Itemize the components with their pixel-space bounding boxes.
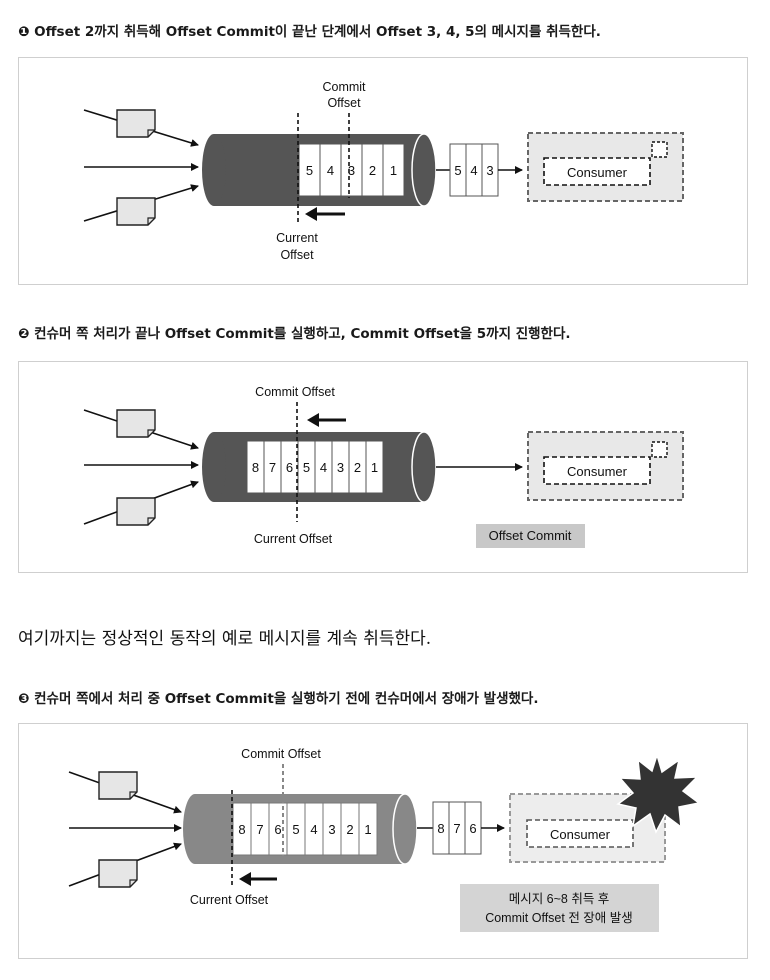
queue-cell: 8 [252, 460, 259, 475]
fetched-cells: 8 7 6 [432, 801, 482, 855]
offset-commit-badge-label: Offset Commit [489, 528, 572, 543]
queue-cell: 4 [310, 822, 317, 837]
consumer-label: Consumer [567, 464, 628, 479]
queue-cells: 8 7 6 5 4 3 2 1 [246, 440, 384, 494]
current-offset-arrowhead [239, 872, 251, 886]
queue-cell: 5 [303, 460, 310, 475]
consumer-inner-box [526, 819, 634, 848]
fetched-cell: 3 [486, 163, 493, 178]
message-doc-icon [116, 109, 156, 138]
fetched-cell: 4 [470, 163, 477, 178]
queue-cell: 5 [292, 822, 299, 837]
fetched-cells: 5 4 3 [449, 143, 499, 197]
queue-cell: 3 [328, 822, 335, 837]
fetched-cell: 6 [469, 821, 476, 836]
queue-cell: 8 [238, 822, 245, 837]
failure-note-box [460, 884, 659, 932]
message-doc-icon [116, 197, 156, 226]
queue-cells: 5 4 3 2 1 [298, 143, 405, 197]
failure-note-line: Commit Offset 전 장애 발생 [485, 911, 633, 925]
queue-cell: 1 [364, 822, 371, 837]
commit-offset-label: Offset [327, 96, 361, 110]
commit-offset-label: Commit Offset [241, 747, 321, 761]
offset-commit-badge [476, 524, 585, 548]
queue-cell: 3 [337, 460, 344, 475]
section-2-heading: ❷ 컨슈머 쪽 처리가 끝나 Offset Commit를 실행하고, Comm… [18, 326, 571, 342]
queue-cell: 1 [390, 163, 397, 178]
diagram-3: 8 7 6 5 4 3 2 1 Commit Offset Current Of… [68, 747, 701, 932]
failure-explosion-icon [616, 752, 701, 834]
current-offset-label: Current [276, 231, 318, 245]
queue-cell: 5 [306, 163, 313, 178]
fetched-cell: 5 [454, 163, 461, 178]
current-offset-label: Offset [280, 248, 314, 262]
current-offset-arrowhead [305, 207, 317, 221]
queue-cell: 4 [320, 460, 327, 475]
consumer-label: Consumer [567, 165, 628, 180]
queue-cells: 8 7 6 5 4 3 2 1 [232, 802, 378, 856]
diagram-2: 8 7 6 5 4 3 2 1 Commit Offset Current Of… [83, 385, 684, 548]
message-doc-icon [116, 497, 156, 526]
consumer-small-box [651, 441, 668, 458]
queue-cell: 6 [286, 460, 293, 475]
queue-cell: 7 [269, 460, 276, 475]
consumer-label: Consumer [550, 827, 611, 842]
message-doc-icon [98, 771, 138, 800]
message-doc-icon [98, 859, 138, 888]
diagram-1: 5 4 3 2 1 Commit Offset Current Offset 5… [83, 80, 684, 262]
commit-offset-label: Commit Offset [255, 385, 335, 399]
queue-cell: 6 [274, 822, 281, 837]
diagram-panel-1: 5 4 3 2 1 Commit Offset Current Offset 5… [18, 57, 748, 285]
queue-cell: 2 [354, 460, 361, 475]
fetched-cell: 8 [437, 821, 444, 836]
consumer-small-box [651, 141, 668, 158]
queue-cell: 3 [348, 163, 355, 178]
queue-cell: 2 [369, 163, 376, 178]
consumer-inner-box [543, 456, 651, 485]
section-1-heading: ❶ Offset 2까지 취득해 Offset Commit이 끝난 단계에서 … [18, 24, 601, 40]
section-3-heading: ❸ 컨슈머 쪽에서 처리 중 Offset Commit을 실행하기 전에 컨슈… [18, 691, 539, 707]
consumer-inner-box [543, 157, 651, 186]
body-paragraph: 여기까지는 정상적인 동작의 예로 메시지를 계속 취득한다. [18, 629, 432, 649]
fetched-cell: 7 [453, 821, 460, 836]
current-offset-label: Current Offset [254, 532, 333, 546]
diagram-panel-2: 8 7 6 5 4 3 2 1 Commit Offset Current Of… [18, 361, 748, 573]
commit-offset-arrowhead [307, 413, 319, 427]
current-offset-label: Current Offset [190, 893, 269, 907]
queue-cell: 1 [371, 460, 378, 475]
failure-note-line: 메시지 6~8 취득 후 [509, 892, 610, 906]
queue-cell: 7 [256, 822, 263, 837]
diagram-panel-3: 8 7 6 5 4 3 2 1 Commit Offset Current Of… [18, 723, 748, 959]
queue-cell: 4 [327, 163, 334, 178]
message-doc-icon [116, 409, 156, 438]
commit-offset-label: Commit [322, 80, 366, 94]
queue-cell: 2 [346, 822, 353, 837]
